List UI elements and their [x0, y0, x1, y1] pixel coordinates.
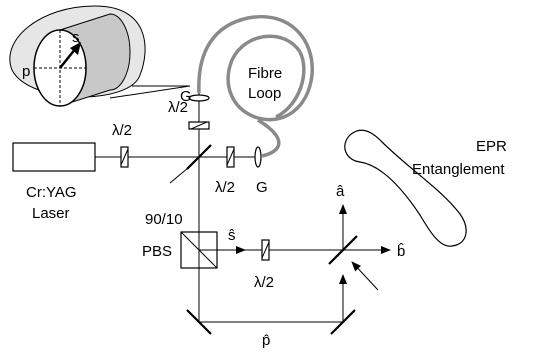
laser-label-line1: Cr:YAG	[26, 184, 77, 201]
lens-g-top-label: G	[180, 88, 192, 105]
half-wave-plate-1-label: λ/2	[112, 122, 132, 139]
laser-box	[12, 142, 96, 172]
inset-label-p: p	[22, 63, 30, 80]
fibre-loop-label-line1: Fibre	[248, 65, 282, 82]
epr-label-line2: Entanglement	[412, 161, 505, 178]
laser: Cr:YAG Laser	[12, 142, 96, 222]
lens-g-right: G	[254, 146, 268, 196]
beamsplitter-90-10-label: 90/10	[145, 211, 183, 228]
mode-s-label: ŝ	[228, 227, 236, 244]
laser-label-line2: Laser	[32, 205, 70, 222]
mode-p-label: p̂	[262, 332, 270, 349]
half-wave-plate-3: λ/2	[215, 146, 235, 196]
polarization-arrow-head	[70, 42, 81, 55]
lens-g-right-label: G	[256, 179, 268, 196]
half-wave-plate-4-label: λ/2	[254, 274, 274, 291]
half-wave-plate-2-label: λ/2	[168, 99, 188, 116]
lens-g-top: G	[180, 88, 210, 105]
output-a-label: â	[336, 183, 345, 200]
fibre-loop-label-line2: Loop	[248, 85, 281, 102]
polarization-arrow-shaft	[59, 47, 77, 69]
mirror-bottom-left	[186, 309, 212, 335]
polarizing-beamsplitter: PBS	[142, 231, 218, 269]
fibre-loop: Fibre Loop	[197, 14, 314, 158]
pbs-label: PBS	[142, 243, 172, 260]
half-wave-plate-3-label: λ/2	[215, 179, 235, 196]
mirror-bottom-right	[330, 309, 356, 335]
epr-entanglement: EPR Entanglement	[344, 129, 507, 247]
inset-pointer-line-1	[109, 85, 191, 99]
inset-label-s: s	[72, 29, 80, 46]
output-b-label: b̂	[397, 243, 405, 260]
beamsplitter-90-10: 90/10	[145, 144, 212, 228]
beamsplitter-50-50	[328, 235, 379, 291]
half-wave-plate-1: λ/2	[112, 122, 132, 168]
half-wave-plate-2: λ/2	[168, 99, 210, 130]
beam-paths	[95, 93, 391, 323]
polarization-inset: s p	[9, 5, 191, 107]
epr-label-line1: EPR	[476, 138, 507, 155]
bottom-mirrors	[186, 309, 356, 335]
epr-loop-shape	[344, 129, 467, 247]
half-wave-plate-4: λ/2	[254, 239, 274, 291]
